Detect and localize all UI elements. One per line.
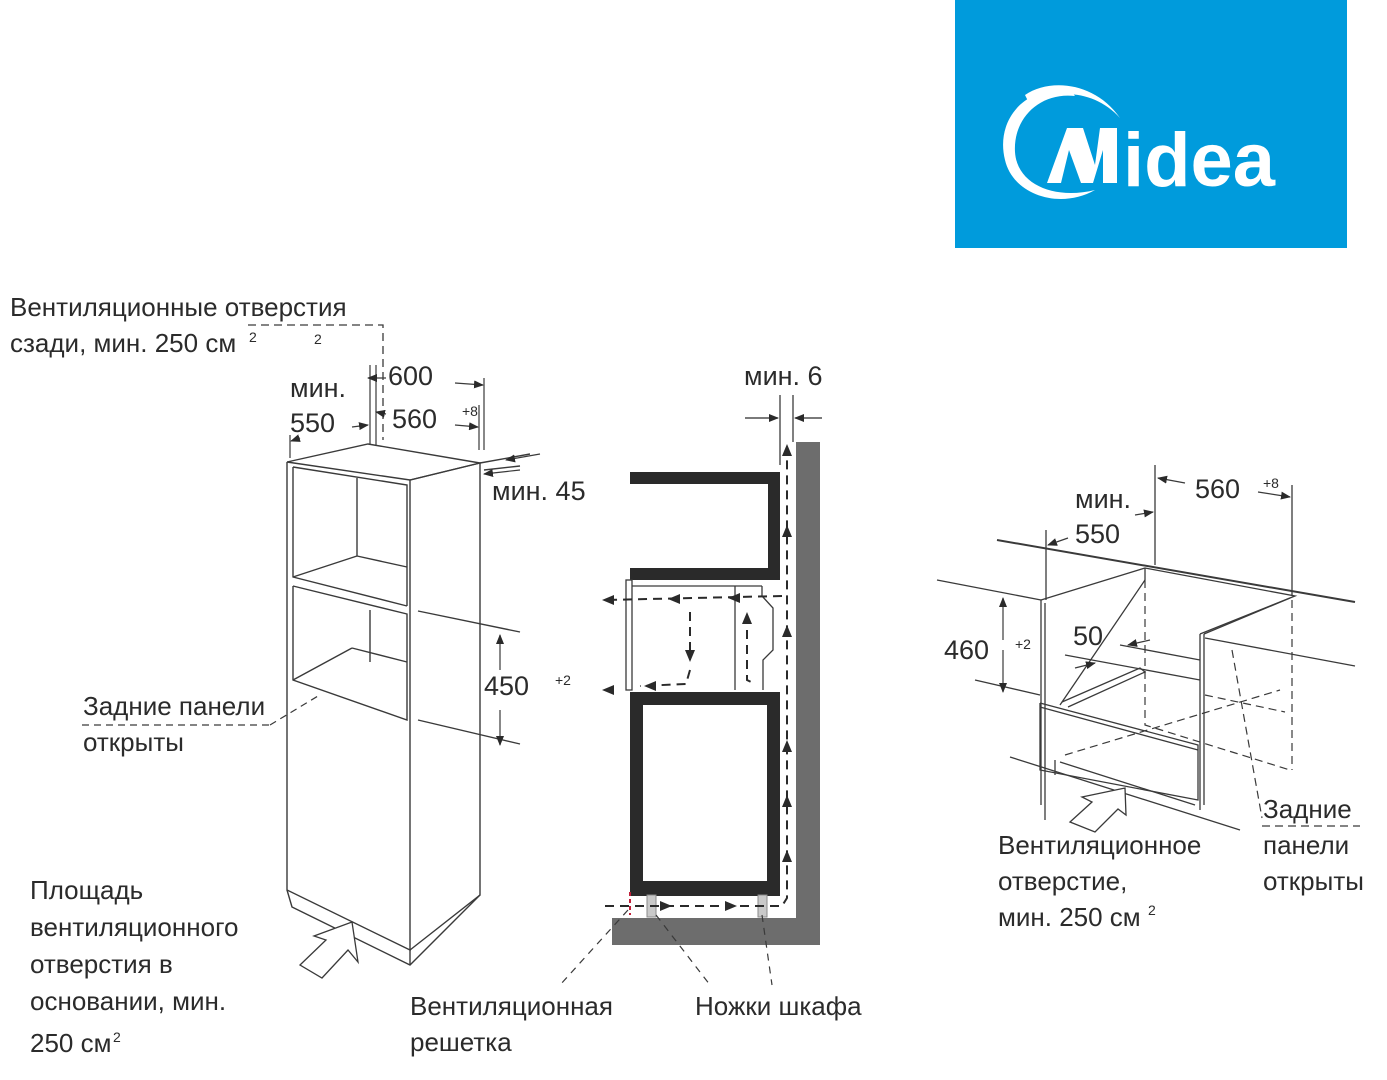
undercounter-drawing: [936, 465, 1356, 831]
dim-min-6: мин. 6: [744, 361, 823, 391]
dim-min-label: мин.: [290, 373, 347, 403]
superscript: 2: [1148, 902, 1156, 918]
undercounter-vent-label: Вентиляционное отверстие, мин. 250 см: [998, 830, 1202, 932]
superscript: 2: [314, 331, 322, 347]
midea-logo: idea: [955, 0, 1347, 248]
dim-min-45: мин. 45: [492, 476, 586, 506]
dim-50: 50: [1073, 621, 1104, 651]
rear-vents-label: Вентиляционные отверстия сзади, мин. 250…: [10, 292, 347, 358]
dim-450: 450: [484, 671, 530, 701]
dim-550: 550: [290, 408, 336, 438]
dim-450-tolerance: +2: [555, 672, 571, 688]
dim-min-label: мин.: [1075, 484, 1132, 514]
midea-logo-mark: idea: [955, 0, 1347, 248]
logo-text: idea: [1123, 118, 1276, 203]
dim-560: 560: [1195, 474, 1241, 504]
rear-panels-open-label: Задние панели открыты: [83, 691, 266, 757]
dim-560-tolerance: +8: [462, 403, 478, 419]
dim-460: 460: [944, 635, 990, 665]
dim-550: 550: [1075, 519, 1121, 549]
superscript: 2: [113, 1029, 121, 1045]
cross-section-drawing: [559, 395, 822, 986]
superscript: 2: [249, 329, 257, 345]
airflow-arrow-icon: [298, 921, 359, 979]
cabinet-feet-label: Ножки шкафа: [695, 991, 862, 1021]
dim-560: 560: [392, 404, 438, 434]
vent-grille-label: Вентиляционная решетка: [410, 991, 613, 1057]
airflow-arrow-icon: [1068, 787, 1127, 833]
tall-cabinet-drawing: [286, 443, 531, 966]
undercounter-rear-panels-label: Задние панели открыты: [1263, 794, 1364, 896]
dim-460-tolerance: +2: [1015, 636, 1031, 652]
dim-600: 600: [388, 361, 434, 391]
base-vent-area-label: Площадь вентиляционного отверстия в осно…: [30, 875, 239, 1058]
dim-560-tolerance: +8: [1263, 475, 1279, 491]
